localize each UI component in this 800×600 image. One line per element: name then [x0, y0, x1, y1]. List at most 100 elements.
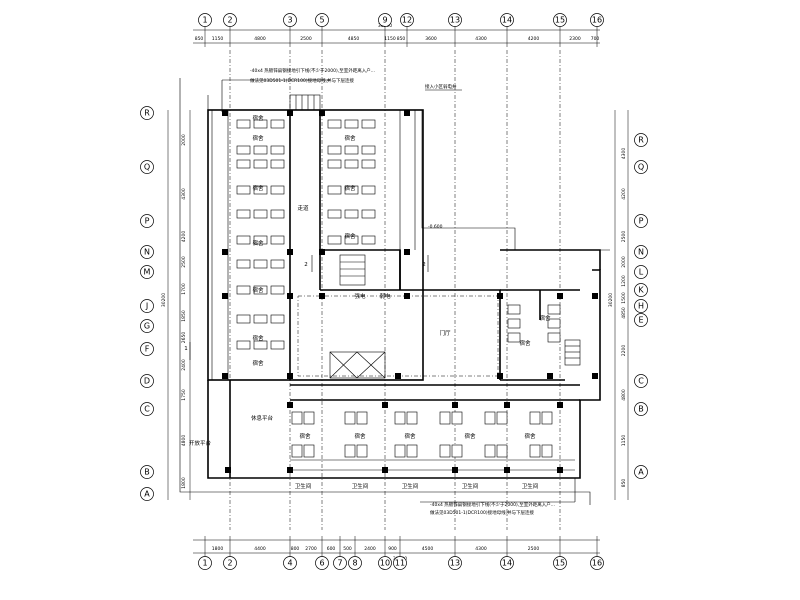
axis-top-label: 13 [450, 16, 460, 25]
bed [344, 145, 359, 155]
column [504, 467, 510, 473]
bed [270, 285, 285, 295]
room-label: 宿舍 [464, 432, 476, 440]
axis-bottom-label: 2 [227, 559, 232, 568]
axis-top-16-bubble: 16 [590, 13, 604, 27]
axis-left-b-bubble: B [140, 465, 154, 479]
bed [327, 145, 342, 155]
axis-top-label: 16 [592, 16, 602, 25]
room-label: 卫生间 [522, 482, 539, 490]
right-segment-dim: 2200 [621, 345, 627, 357]
bottom-segment-dim: 1800 [212, 546, 224, 552]
bottom-segment-dim: 2700 [305, 546, 317, 552]
axis-bottom-label: 1 [202, 559, 207, 568]
axis-bottom-label: 15 [555, 559, 565, 568]
bed [303, 444, 315, 458]
bottom-segment-dim: 2500 [528, 546, 540, 552]
axis-bottom-label: 11 [395, 559, 405, 568]
column [404, 249, 410, 255]
room-label: 宿舍 [519, 339, 531, 347]
column [404, 110, 410, 116]
top-segment-dim: 700 [591, 36, 600, 42]
column [557, 402, 563, 408]
axis-left-d-bubble: D [140, 374, 154, 388]
bed [394, 444, 406, 458]
column [319, 110, 325, 116]
elevator-shafts [329, 351, 386, 379]
bed-layout [236, 119, 561, 458]
bed [253, 145, 268, 155]
axis-top-15-bubble: 15 [553, 13, 567, 27]
room-label: 宿舍 [299, 432, 311, 440]
bed [327, 235, 342, 245]
bed [253, 285, 268, 295]
axis-bottom-label: 13 [450, 559, 460, 568]
axis-bottom-6-bubble: 6 [315, 556, 329, 570]
bed [253, 159, 268, 169]
bed [270, 259, 285, 269]
bed [236, 235, 251, 245]
bottom-segment-dim: 500 [343, 546, 352, 552]
bed [253, 259, 268, 269]
left-segment-dim: 1800 [181, 477, 187, 489]
right-total-dim: 30200 [608, 293, 614, 307]
axis-left-n-bubble: N [140, 245, 154, 259]
axis-bottom-4-bubble: 4 [283, 556, 297, 570]
bed [547, 304, 561, 315]
left-segment-dim: 2650 [181, 332, 187, 344]
bed [344, 209, 359, 219]
axis-right-r-bubble: R [634, 133, 648, 147]
top-segment-dim: 4300 [475, 36, 487, 42]
right-segment-dim: 850 [621, 479, 627, 488]
axis-right-e-bubble: E [634, 313, 648, 327]
bed [361, 159, 376, 169]
bed [270, 235, 285, 245]
bed [344, 411, 356, 425]
axis-right-label: B [638, 405, 644, 414]
left-segment-dim: 1700 [181, 283, 187, 295]
column [592, 293, 598, 299]
bed [451, 411, 463, 425]
axis-bottom-13-bubble: 13 [448, 556, 462, 570]
bed [236, 159, 251, 169]
top-segment-dim: 850 [195, 36, 204, 42]
axis-top-3-bubble: 3 [283, 13, 297, 27]
annotation-bottom: -40x4 热镀锌扁钢接地引下线(不少于2000),至室外距离入户... 做法见… [420, 478, 576, 516]
axis-bottom-10-bubble: 10 [378, 556, 392, 570]
room-label: 宿舍 [404, 432, 416, 440]
bed [253, 314, 268, 324]
lobby-zone [297, 295, 499, 377]
svg-text:1: 1 [184, 346, 188, 352]
right-segment-dim: 4200 [621, 188, 627, 200]
column [504, 402, 510, 408]
bed [253, 340, 268, 350]
room-label: 宿舍 [252, 286, 264, 294]
axis-right-label: C [638, 377, 644, 386]
axis-bottom-label: 8 [352, 559, 357, 568]
axis-bottom-label: 4 [287, 559, 292, 568]
axis-top-5-bubble: 5 [315, 13, 329, 27]
axis-top-12-bubble: 12 [400, 13, 414, 27]
room-label: 宿舍 [344, 184, 356, 192]
bed [484, 444, 496, 458]
bed [270, 145, 285, 155]
bed [344, 185, 359, 195]
bed [541, 411, 553, 425]
axis-right-label: H [638, 302, 644, 311]
annotation-top: -40x4 热镀锌扁钢接地引下线(不少于2000),至室外距离入户... 做法见… [221, 67, 375, 112]
room-label: 宿舍 [539, 314, 551, 322]
bed [303, 411, 315, 425]
room-label: 宿舍 [354, 432, 366, 440]
room-label: 休息平台 [251, 414, 274, 422]
bed [406, 411, 418, 425]
column [222, 249, 228, 255]
column [382, 467, 388, 473]
left-segment-dim: 1850 [181, 310, 187, 322]
right-segment-dim: 1200 [621, 275, 627, 287]
right-stair [564, 339, 581, 366]
left-dimension-chain: 30200 2000430042002500170018502650240017… [161, 110, 191, 500]
room-label: 宿舍 [252, 239, 264, 247]
